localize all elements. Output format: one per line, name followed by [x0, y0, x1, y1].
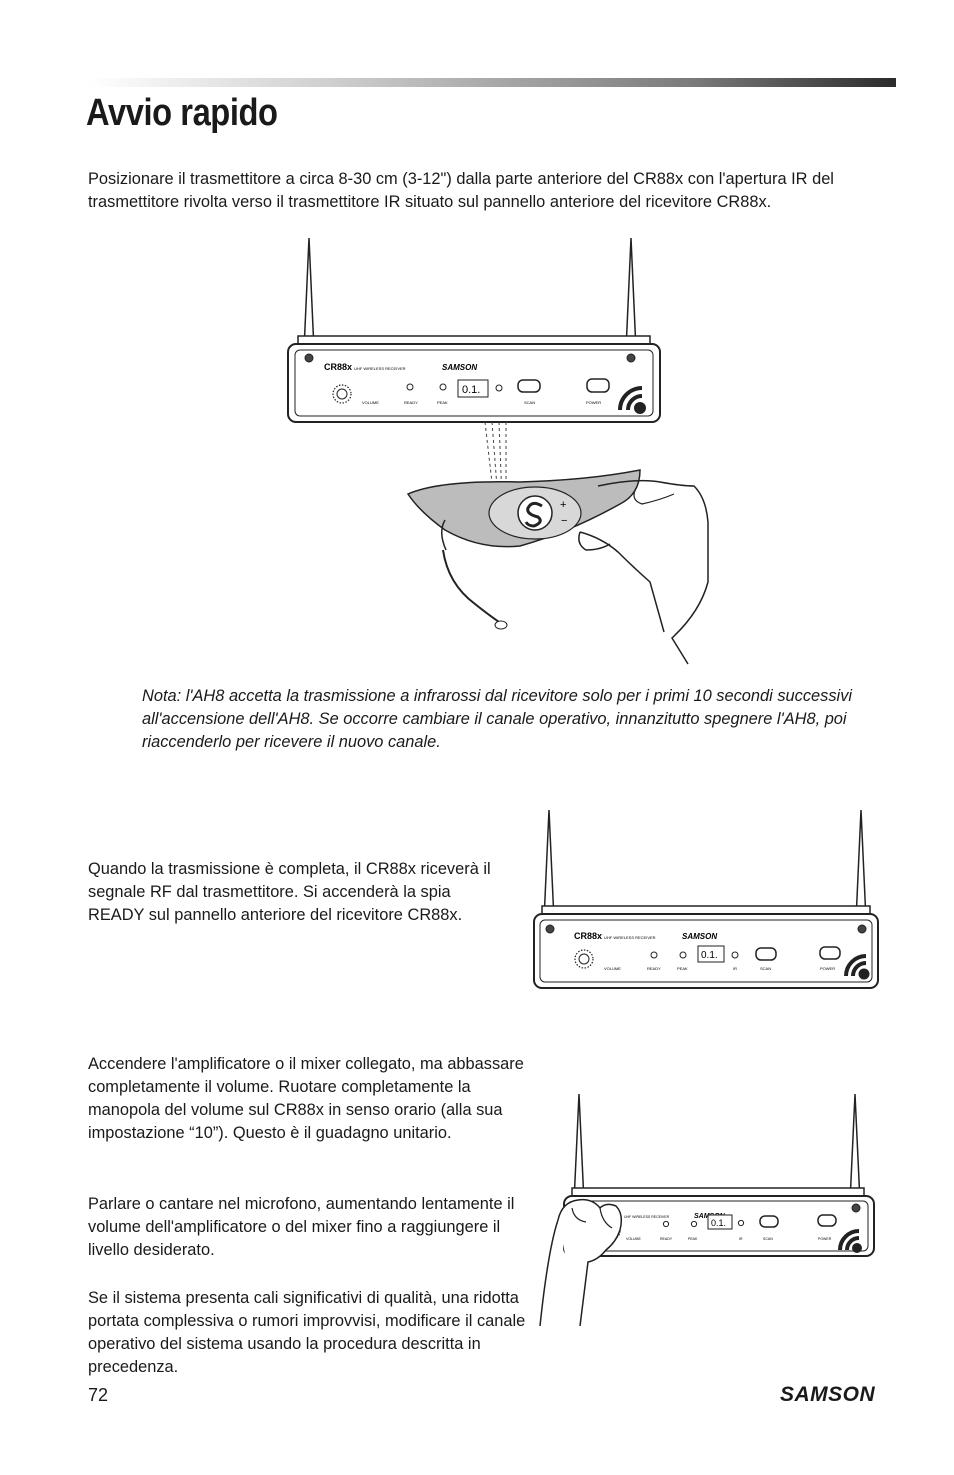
ir-label-3: IR — [739, 1237, 743, 1241]
channel-display-value-3: 0.1. — [711, 1218, 726, 1228]
hand-on-knob — [557, 1198, 623, 1327]
note-paragraph: Nota: l'AH8 accetta la trasmissione a in… — [142, 687, 853, 751]
intro-paragraph: Posizionare il trasmettitore a circa 8-3… — [88, 170, 834, 211]
rf-signal-icon — [618, 386, 646, 414]
scan-button-3[interactable] — [759, 1215, 779, 1228]
page-number: 72 — [88, 1385, 109, 1405]
minus-button[interactable]: − — [561, 515, 567, 527]
channel-display-2 — [697, 945, 725, 963]
volume-label-3: VOLUME — [626, 1237, 641, 1241]
channel-display — [457, 379, 489, 398]
samson-logo-icon — [517, 495, 553, 531]
ready-led-2 — [650, 951, 658, 959]
panel-brand: SAMSON — [442, 363, 477, 372]
power-button-2[interactable] — [819, 946, 841, 960]
model-logo-2: CR88x — [574, 931, 602, 941]
scan-button[interactable] — [517, 379, 541, 393]
power-label-3: POWER — [818, 1237, 832, 1241]
left-antenna — [303, 237, 315, 351]
power-label: POWER — [586, 400, 601, 405]
channel-display-value: 0.1. — [462, 384, 480, 396]
peak-label-2: PEAK — [677, 966, 688, 971]
ir-label-2: IR — [733, 966, 737, 971]
power-label-2: POWER — [820, 966, 835, 971]
peak-label: PEAK — [437, 400, 448, 405]
channel-display-value-2: 0.1. — [701, 950, 718, 961]
rf-signal-icon — [844, 954, 870, 980]
amplifier-paragraph: Accendere l'amplificatore o il mixer col… — [88, 1055, 524, 1142]
receiver-ready-illustration: CR88x UHF WIRELESS RECEIVER SAMSON VOLUM… — [533, 809, 879, 989]
volume-label-2: VOLUME — [604, 966, 621, 971]
ready-label-2: READY — [647, 966, 661, 971]
ir-sync-illustration: CR88x UHF WIRELESS RECEIVER SAMSON VOLUM… — [287, 237, 709, 665]
quality-paragraph: Se il sistema presenta cali significativ… — [88, 1289, 526, 1376]
power-button-3[interactable] — [817, 1214, 837, 1227]
model-subtitle: UHF WIRELESS RECEIVER — [354, 366, 406, 371]
volume-knob-illustration: CR88x UHF WIRELESS RECEIVER SAMSON VOLUM… — [539, 1093, 875, 1327]
microphone-capsule — [494, 620, 508, 630]
plus-button[interactable]: + — [560, 499, 566, 511]
volume-label: VOLUME — [362, 400, 379, 405]
ir-port — [495, 384, 503, 392]
page-title: Avvio rapido — [86, 92, 278, 134]
scan-button-2[interactable] — [755, 947, 777, 961]
ready-label: READY — [404, 400, 418, 405]
scan-label-3: SCAN — [763, 1237, 773, 1241]
power-button[interactable] — [586, 378, 610, 393]
microphone-boom — [442, 549, 503, 625]
panel-brand-2: SAMSON — [682, 932, 717, 941]
scan-label-2: SCAN — [760, 966, 771, 971]
footer-brand-logo: SAMSON — [780, 1383, 876, 1406]
ready-paragraph: Quando la trasmissione è completa, il CR… — [88, 860, 491, 924]
model-logo: CR88x — [324, 362, 352, 372]
right-antenna — [625, 237, 637, 351]
rf-signal-icon — [838, 1229, 862, 1253]
channel-display-3 — [707, 1214, 733, 1230]
hand — [597, 479, 709, 665]
scan-label: SCAN — [524, 400, 535, 405]
speak-paragraph: Parlare o cantare nel microfono, aumenta… — [88, 1195, 515, 1259]
peak-label-3: PEAK — [688, 1237, 698, 1241]
ready-led — [406, 383, 414, 391]
ready-label-3: READY — [660, 1237, 673, 1241]
peak-led — [439, 383, 447, 391]
model-subtitle-3: UHF WIRELESS RECEIVER — [624, 1215, 670, 1219]
header-rule — [88, 78, 896, 87]
model-subtitle-2: UHF WIRELESS RECEIVER — [604, 935, 656, 940]
